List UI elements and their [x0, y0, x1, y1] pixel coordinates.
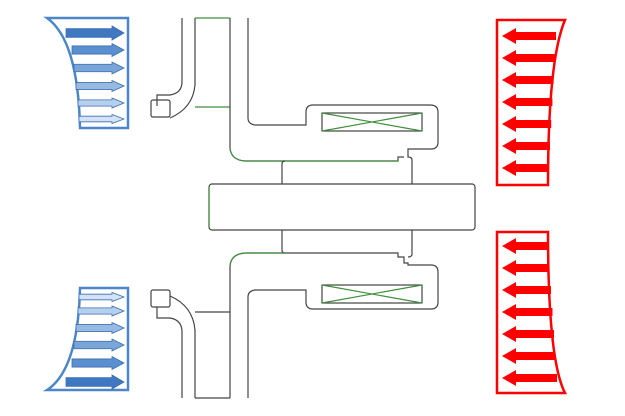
inflow-arrow — [71, 42, 125, 58]
outflow-arrow — [502, 94, 553, 110]
outflow-arrow — [502, 116, 552, 132]
outflow-profile-bottom — [495, 230, 568, 395]
outflow-arrow — [502, 238, 548, 254]
inflow-arrow — [71, 355, 125, 371]
outflow-arrow — [502, 326, 554, 342]
outflow-arrow — [502, 28, 556, 44]
inflow-arrow — [75, 79, 125, 93]
inflow-arrow — [78, 113, 126, 125]
housing-outline — [150, 17, 476, 399]
inflow-arrow — [73, 61, 125, 75]
outflow-arrow — [502, 260, 550, 276]
outflow-arrow — [502, 160, 549, 176]
inflow-arrow — [75, 321, 125, 335]
inflow-arrow — [77, 305, 126, 317]
outflow-profile-top — [495, 18, 567, 187]
inflow-profile-top — [43, 16, 130, 130]
outflow-arrow — [502, 282, 551, 298]
outflow-arrow — [502, 304, 553, 320]
inflow-arrow — [73, 338, 125, 352]
inflow-arrow — [77, 97, 126, 109]
outflow-arrow — [502, 138, 550, 154]
outflow-arrow — [502, 72, 554, 88]
inflow-arrow — [65, 25, 125, 41]
inflow-profile-bottom — [42, 286, 130, 392]
outflow-arrow — [502, 370, 557, 386]
outflow-arrow — [502, 348, 556, 364]
inflow-arrow — [65, 374, 125, 390]
inflow-arrow — [78, 291, 126, 303]
outflow-arrow — [502, 50, 555, 66]
